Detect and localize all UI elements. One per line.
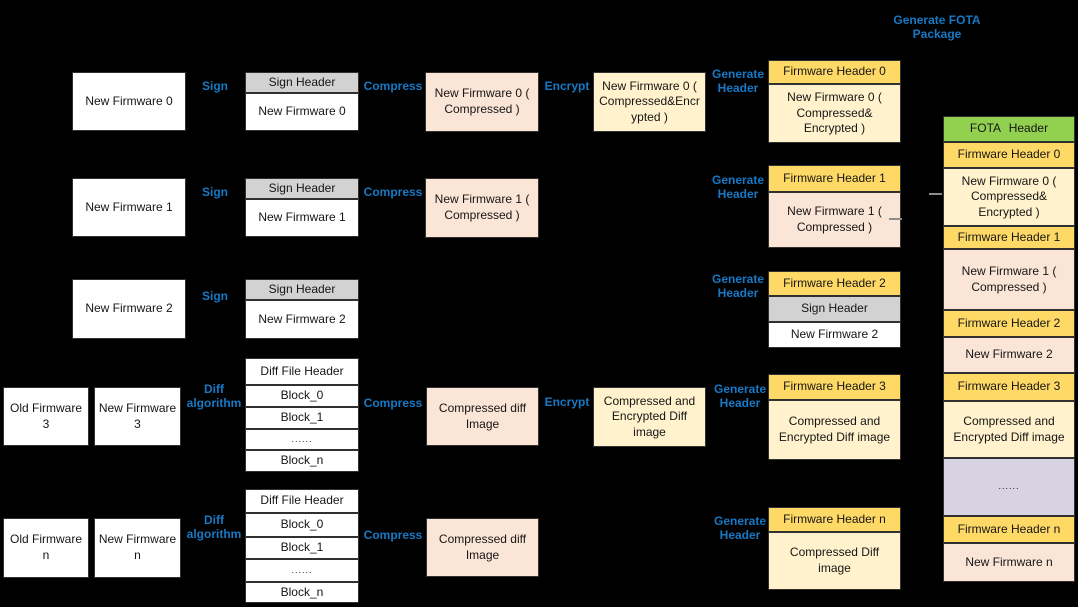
firmware-header-1-box: Firmware Header 1 bbox=[768, 165, 901, 192]
firmware-1-with-header-body: New Firmware 1 ( Compressed ) bbox=[768, 192, 901, 248]
encrypted-box-row0: New Firmware 0 ( Compressed&Encrypted ) bbox=[593, 72, 706, 132]
diff-stack-row4-block-0: Block_0 bbox=[245, 513, 359, 537]
fota-item-new-firmware-1: New Firmware 1 ( Compressed ) bbox=[943, 249, 1075, 310]
fota-item-diff-image-3: Compressed and Encrypted Diff image bbox=[943, 401, 1075, 458]
diff-stack-row3-block-1: Block_1 bbox=[245, 407, 359, 429]
diff-stack-row3-header: Diff File Header bbox=[245, 358, 359, 385]
fota-header-box: FOTA Header bbox=[943, 116, 1075, 142]
encrypted-box-row3: Compressed and Encrypted Diff image bbox=[593, 387, 706, 447]
firmware-3-with-header-body: Compressed and Encrypted Diff image bbox=[768, 400, 901, 460]
firmware-header-2-box: Firmware Header 2 bbox=[768, 271, 901, 296]
signed-header-row2: Sign Header bbox=[245, 279, 359, 300]
source-old-firmware-n: Old Firmware n bbox=[3, 518, 89, 578]
source-new-firmware-3: New Firmware 3 bbox=[94, 387, 181, 446]
fota-item-firmware-header-0: Firmware Header 0 bbox=[943, 142, 1075, 168]
firmware-2-with-header-body: New Firmware 2 bbox=[768, 322, 901, 348]
generate-fota-package-label: Generate FOTA Package bbox=[893, 13, 981, 41]
connector-stub-row0 bbox=[929, 193, 942, 195]
compressed-box-row4: Compressed diff Image bbox=[426, 518, 539, 577]
diff-algorithm-label-row4: Diff algorithm bbox=[186, 513, 242, 541]
fota-item-firmware-header-n: Firmware Header n bbox=[943, 516, 1075, 543]
firmware-header-0-box: Firmware Header 0 bbox=[768, 60, 901, 84]
diff-stack-row4-header: Diff File Header bbox=[245, 489, 359, 513]
fota-item-ellipsis: ...... bbox=[943, 458, 1075, 516]
compress-label-row0: Compress bbox=[363, 79, 423, 93]
signed-body-row1: New Firmware 1 bbox=[245, 199, 359, 237]
compress-label-row3: Compress bbox=[363, 396, 423, 410]
sign-label-row0: Sign bbox=[202, 79, 228, 93]
source-new-firmware-0: New Firmware 0 bbox=[72, 72, 186, 131]
encrypt-label-row3: Encrypt bbox=[544, 395, 590, 409]
generate-header-label-row0: Generate Header bbox=[711, 67, 765, 95]
signed-body-row2: New Firmware 2 bbox=[245, 300, 359, 339]
compressed-box-row0: New Firmware 0 ( Compressed ) bbox=[425, 72, 539, 132]
generate-header-label-row2: Generate Header bbox=[711, 272, 765, 300]
source-old-firmware-3: Old Firmware 3 bbox=[3, 387, 89, 446]
firmware-header-3-box: Firmware Header 3 bbox=[768, 374, 901, 400]
compress-label-row4: Compress bbox=[363, 528, 423, 542]
sign-label-row2: Sign bbox=[202, 289, 228, 303]
fota-item-firmware-header-1: Firmware Header 1 bbox=[943, 226, 1075, 249]
fota-item-firmware-header-2: Firmware Header 2 bbox=[943, 310, 1075, 337]
fota-item-new-firmware-2: New Firmware 2 bbox=[943, 337, 1075, 373]
diff-stack-row4-block-n: Block_n bbox=[245, 582, 359, 603]
firmware-n-with-header-body: Compressed Diff image bbox=[768, 532, 901, 590]
compress-label-row1: Compress bbox=[363, 185, 423, 199]
firmware-0-with-header-body: New Firmware 0 ( Compressed& Encrypted ) bbox=[768, 84, 901, 143]
source-new-firmware-n: New Firmware n bbox=[94, 518, 181, 578]
firmware-header-n-box: Firmware Header n bbox=[768, 507, 901, 532]
fota-item-firmware-header-3: Firmware Header 3 bbox=[943, 373, 1075, 401]
compressed-box-row1: New Firmware 1 ( Compressed ) bbox=[425, 178, 539, 238]
generate-header-label-row4: Generate Header bbox=[713, 514, 767, 542]
connector-stub-row1 bbox=[889, 218, 902, 220]
generate-header-label-row1: Generate Header bbox=[711, 173, 765, 201]
signed-header-row1: Sign Header bbox=[245, 178, 359, 199]
diff-stack-row3-block-n: Block_n bbox=[245, 450, 359, 472]
generate-header-label-row3: Generate Header bbox=[713, 382, 767, 410]
signed-header-row0: Sign Header bbox=[245, 72, 359, 93]
sign-label-row1: Sign bbox=[202, 185, 228, 199]
source-new-firmware-1: New Firmware 1 bbox=[72, 178, 186, 237]
diff-stack-row4-ellipsis: ...... bbox=[245, 559, 359, 582]
compressed-box-row3: Compressed diff Image bbox=[426, 387, 539, 446]
fota-item-new-firmware-0: New Firmware 0 ( Compressed& Encrypted ) bbox=[943, 168, 1075, 226]
signed-body-row0: New Firmware 0 bbox=[245, 93, 359, 131]
source-new-firmware-2: New Firmware 2 bbox=[72, 279, 186, 339]
firmware-2-with-header-sign-header: Sign Header bbox=[768, 296, 901, 322]
diff-stack-row3-ellipsis: ...... bbox=[245, 429, 359, 450]
fota-item-new-firmware-n: New Firmware n bbox=[943, 543, 1075, 582]
encrypt-label-row0: Encrypt bbox=[544, 79, 590, 93]
diff-algorithm-label-row3: Diff algorithm bbox=[186, 382, 242, 410]
diff-stack-row3-block-0: Block_0 bbox=[245, 385, 359, 407]
diff-stack-row4-block-1: Block_1 bbox=[245, 537, 359, 559]
